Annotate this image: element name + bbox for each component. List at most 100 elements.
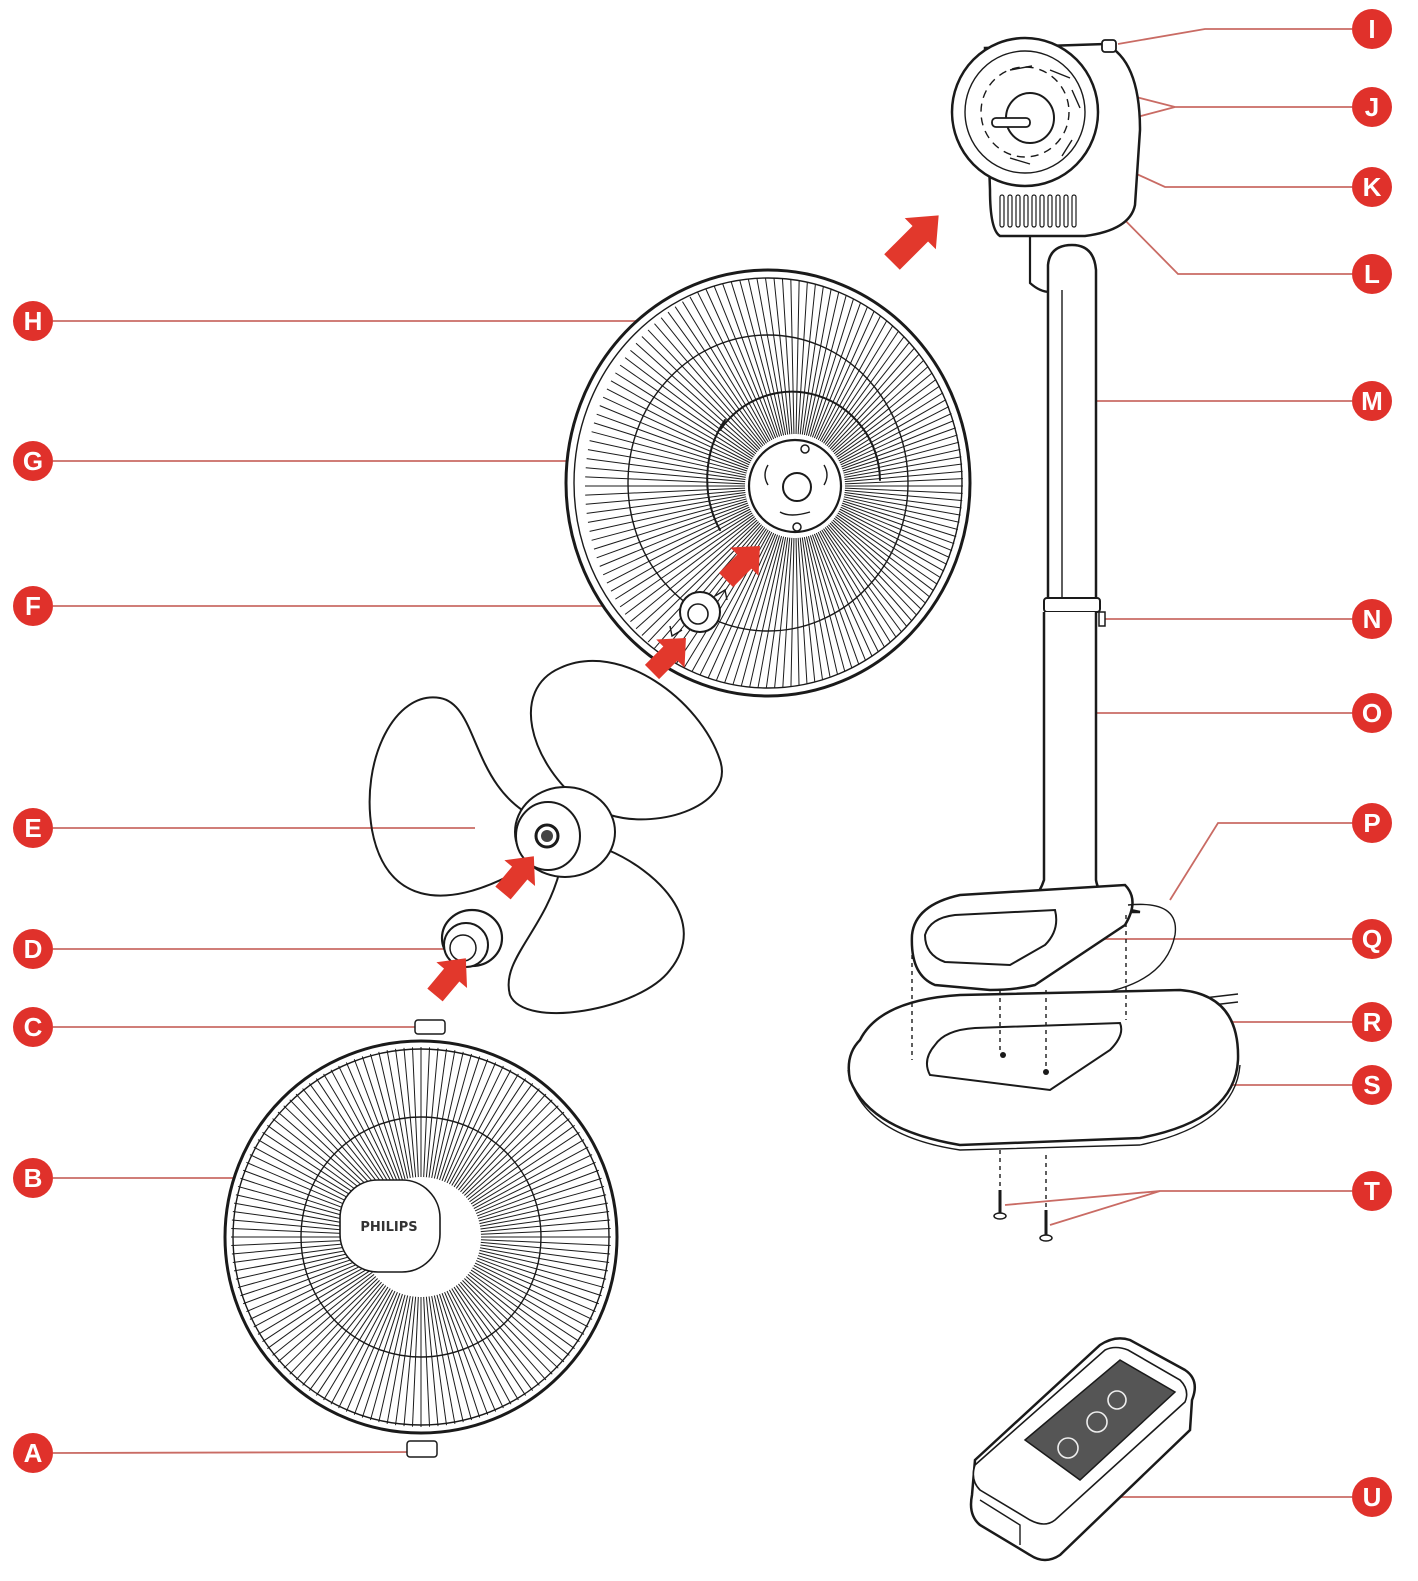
label-i-text: I — [1368, 14, 1375, 44]
grille-spoke — [790, 278, 795, 435]
label-g-text: G — [23, 446, 43, 476]
grille-spoke — [323, 1073, 391, 1186]
grille-spoke — [772, 278, 791, 435]
grille-spoke — [805, 278, 844, 436]
grille-spoke — [272, 1274, 375, 1356]
grille-spoke — [844, 458, 963, 480]
grille-spoke — [458, 1088, 540, 1191]
stand-pole — [1009, 236, 1141, 914]
grille-spoke — [689, 296, 771, 442]
grille-spoke — [474, 1154, 593, 1212]
grille-spoke — [801, 537, 827, 688]
grille-spoke — [233, 1247, 363, 1272]
grille-spoke — [295, 1281, 382, 1381]
grille-spoke — [842, 500, 963, 550]
grille-spoke — [439, 1056, 481, 1181]
grille-spoke — [470, 1269, 580, 1343]
label-k: K — [1352, 167, 1392, 207]
spinner-cap — [440, 908, 504, 968]
grille-spoke — [790, 537, 795, 688]
base-screws — [993, 1150, 1053, 1242]
grille-spoke — [231, 1241, 362, 1255]
grille-spoke — [635, 342, 758, 453]
grille-spoke — [842, 413, 963, 470]
grille-spoke — [353, 1292, 401, 1416]
grille-spoke — [345, 1291, 398, 1412]
grille-spoke — [378, 1051, 409, 1179]
grille-spoke — [458, 1283, 540, 1386]
grille-spoke — [478, 1185, 605, 1222]
grille-spoke — [439, 1293, 481, 1418]
grille-spoke — [460, 1093, 547, 1193]
fan-blade — [368, 659, 723, 1014]
label-q-text: Q — [1362, 924, 1382, 954]
label-m-text: M — [1361, 386, 1383, 416]
label-d-text: D — [24, 934, 43, 964]
grille-spoke — [803, 278, 835, 436]
grille-spoke — [232, 1244, 362, 1263]
grille-spoke — [444, 1062, 497, 1183]
grille-spoke — [395, 1296, 414, 1426]
grille-spoke — [462, 1280, 553, 1375]
grille-spoke — [448, 1069, 512, 1185]
grille-spoke — [844, 449, 963, 478]
grille-spoke — [843, 498, 963, 541]
grille-spoke — [460, 1281, 547, 1381]
grille-spoke — [746, 536, 785, 688]
motor-vent-slot — [1039, 194, 1045, 228]
grille-spoke — [817, 292, 893, 441]
grille-spoke — [465, 1276, 565, 1363]
grille-spoke — [378, 1295, 409, 1423]
grille-spoke — [425, 1296, 439, 1427]
grille-spoke — [795, 278, 800, 435]
grille-spoke — [697, 292, 773, 441]
label-u-text: U — [1363, 1482, 1382, 1512]
grille-spoke — [596, 413, 748, 470]
label-l: L — [1352, 254, 1392, 294]
grille-spoke — [624, 516, 755, 615]
label-m: M — [1352, 381, 1392, 421]
grille-spoke — [697, 531, 773, 680]
grille-spoke — [403, 1296, 417, 1427]
motor-vent-slot — [1055, 194, 1061, 228]
grille-spoke — [266, 1271, 373, 1350]
grille-spoke — [479, 1249, 607, 1280]
grille-spoke — [315, 1286, 389, 1396]
grille-spoke — [369, 1053, 406, 1180]
label-e: E — [13, 808, 53, 848]
leader-line-i — [1117, 28, 1352, 45]
grille-spoke — [455, 1082, 534, 1189]
grille-spoke — [451, 1073, 519, 1186]
grille-spoke — [302, 1088, 384, 1191]
grille-spoke — [476, 1169, 600, 1217]
grille-spoke — [843, 496, 963, 532]
grille-spoke — [615, 372, 753, 460]
grille-spoke — [453, 1286, 527, 1396]
grille-spoke — [361, 1056, 403, 1181]
grille-spoke — [599, 504, 749, 567]
grille-spoke — [283, 1105, 378, 1196]
grille-spoke — [386, 1295, 411, 1425]
grille-spoke — [480, 1219, 611, 1233]
grille-spoke — [473, 1146, 589, 1210]
grille-spoke — [610, 510, 752, 592]
grille-spoke — [755, 536, 787, 688]
grille-spoke — [713, 284, 777, 439]
grille-spoke — [610, 380, 752, 462]
grille-spoke — [799, 537, 818, 688]
grille-spoke — [682, 301, 769, 443]
grille-spoke — [361, 1293, 403, 1418]
grille-spoke — [772, 537, 791, 688]
grille-spoke — [705, 288, 775, 440]
grille-spoke — [797, 537, 809, 688]
grille-spoke — [480, 1227, 611, 1235]
grille-spoke — [257, 1267, 370, 1335]
grille-spoke — [746, 278, 785, 436]
grille-spoke — [705, 532, 775, 684]
label-a-text: A — [24, 1438, 43, 1468]
grille-spoke — [844, 487, 963, 496]
grille-spoke — [587, 494, 746, 523]
grille-spoke — [606, 388, 751, 464]
grille-spoke — [283, 1278, 378, 1369]
